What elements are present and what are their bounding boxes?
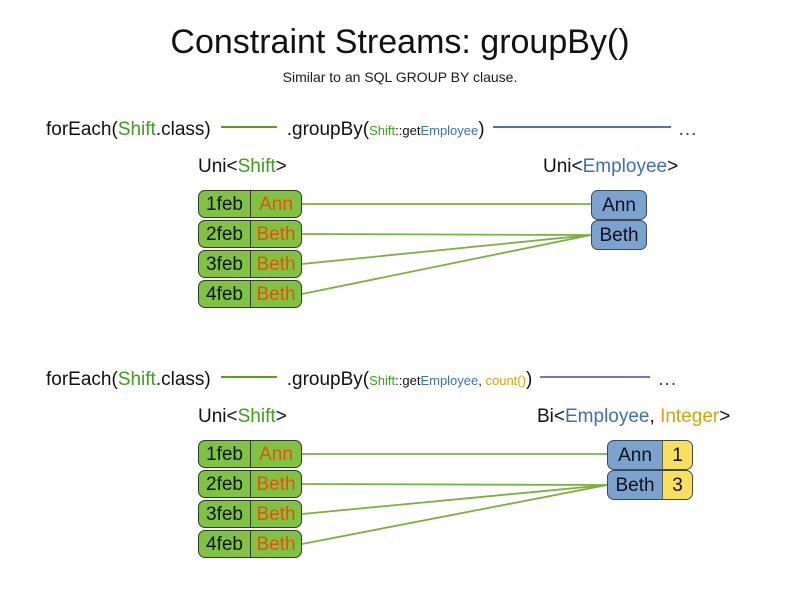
- right-type-label-bi-employee-integer: Bi<Employee, Integer>: [537, 405, 730, 428]
- table-row[interactable]: Beth: [591, 220, 647, 250]
- table-row[interactable]: 2feb Beth: [198, 220, 302, 248]
- mapper-property: Employee: [420, 123, 479, 138]
- left-type-label-uni-shift: Uni<Shift>: [198, 155, 287, 178]
- right-type-label-uni-employee: Uni<Employee>: [543, 155, 678, 178]
- for-each-prefix: forEach(: [46, 119, 118, 140]
- group-by-suffix: ): [525, 369, 533, 390]
- employee-count: 1: [662, 441, 692, 469]
- shift-date: 2feb: [199, 471, 251, 497]
- table-row[interactable]: Beth 3: [607, 470, 693, 500]
- shift-date: 4feb: [199, 281, 251, 307]
- shift-employee: Beth: [256, 533, 296, 555]
- shift-date: 1feb: [199, 441, 251, 467]
- shift-employee: Beth: [256, 473, 296, 495]
- employee-name: Beth: [599, 224, 639, 246]
- link-line: [301, 234, 592, 295]
- mapper-separator: ::get: [395, 123, 421, 138]
- mapper-type: Shift: [369, 123, 396, 138]
- type-container: Uni<: [198, 406, 238, 427]
- type-generic: Shift: [237, 406, 276, 427]
- table-row[interactable]: 4feb Beth: [198, 280, 302, 308]
- employee-name: Ann: [602, 194, 636, 216]
- mapper-property: Employee: [420, 373, 479, 388]
- shift-employee: Beth: [256, 223, 296, 245]
- type-generic-2: Integer: [660, 406, 720, 427]
- connector-rule-green: [220, 375, 277, 378]
- code-line-groupby-count: forEach(Shift.class).groupBy(Shift::getE…: [46, 368, 677, 393]
- page-title: Constraint Streams: groupBy(): [170, 23, 630, 61]
- type-generic: Shift: [237, 156, 276, 177]
- link-line: [301, 483, 608, 486]
- type-container: Bi<: [537, 406, 565, 427]
- type-close: >: [719, 406, 731, 427]
- shift-employee: Beth: [256, 253, 296, 275]
- employee-name: Beth: [615, 474, 655, 496]
- table-row[interactable]: 3feb Beth: [198, 500, 302, 528]
- ellipsis: ...: [658, 369, 678, 390]
- page-subtitle: Similar to an SQL GROUP BY clause.: [282, 69, 518, 85]
- ellipsis: ...: [678, 119, 698, 140]
- shift-date: 1feb: [199, 191, 251, 217]
- link-line: [301, 233, 592, 236]
- group-by-suffix: ): [478, 119, 485, 140]
- link-line: [301, 484, 608, 515]
- connector-rule-blue: [492, 125, 671, 128]
- for-each-suffix: .class): [155, 119, 211, 140]
- mapper-separator: ::get: [395, 373, 421, 388]
- connector-rule-purple: [540, 375, 651, 378]
- connector-rule-green: [220, 125, 277, 128]
- mapper-type: Shift: [369, 373, 396, 388]
- table-row[interactable]: Ann 1: [607, 440, 693, 470]
- shift-date: 3feb: [199, 251, 251, 277]
- for-each-type: Shift: [117, 369, 156, 390]
- table-row[interactable]: 4feb Beth: [198, 530, 302, 558]
- group-by-prefix: .groupBy(: [286, 369, 370, 390]
- type-close: >: [275, 156, 287, 177]
- type-generic: Employee: [582, 156, 668, 177]
- shift-employee: Beth: [256, 503, 296, 525]
- shift-employee: Beth: [256, 283, 296, 305]
- shift-employee: Ann: [259, 443, 293, 465]
- table-row[interactable]: 1feb Ann: [198, 190, 302, 218]
- for-each-suffix: .class): [155, 369, 211, 390]
- shift-date: 4feb: [199, 531, 251, 557]
- for-each-type: Shift: [117, 119, 156, 140]
- type-close: >: [667, 156, 679, 177]
- code-line-groupby-single: forEach(Shift.class).groupBy(Shift::getE…: [46, 118, 697, 143]
- group-by-prefix: .groupBy(: [286, 119, 370, 140]
- type-generic: Employee: [565, 406, 650, 427]
- employee-name: Ann: [618, 444, 652, 466]
- shift-employee: Ann: [259, 193, 293, 215]
- link-line: [301, 484, 608, 545]
- type-container: Uni<: [543, 156, 583, 177]
- shift-date: 2feb: [199, 221, 251, 247]
- left-type-label-uni-shift-2: Uni<Shift>: [198, 405, 287, 428]
- type-close: >: [275, 406, 287, 427]
- type-container: Uni<: [198, 156, 238, 177]
- collector-count: count(): [485, 373, 526, 388]
- type-separator: ,: [649, 406, 661, 427]
- shift-date: 3feb: [199, 501, 251, 527]
- table-row[interactable]: 3feb Beth: [198, 250, 302, 278]
- for-each-prefix: forEach(: [46, 369, 118, 390]
- table-row[interactable]: 2feb Beth: [198, 470, 302, 498]
- link-line: [301, 234, 592, 265]
- employee-count: 3: [662, 471, 692, 499]
- table-row[interactable]: Ann: [591, 190, 647, 220]
- table-row[interactable]: 1feb Ann: [198, 440, 302, 468]
- collector-separator: ,: [478, 373, 486, 388]
